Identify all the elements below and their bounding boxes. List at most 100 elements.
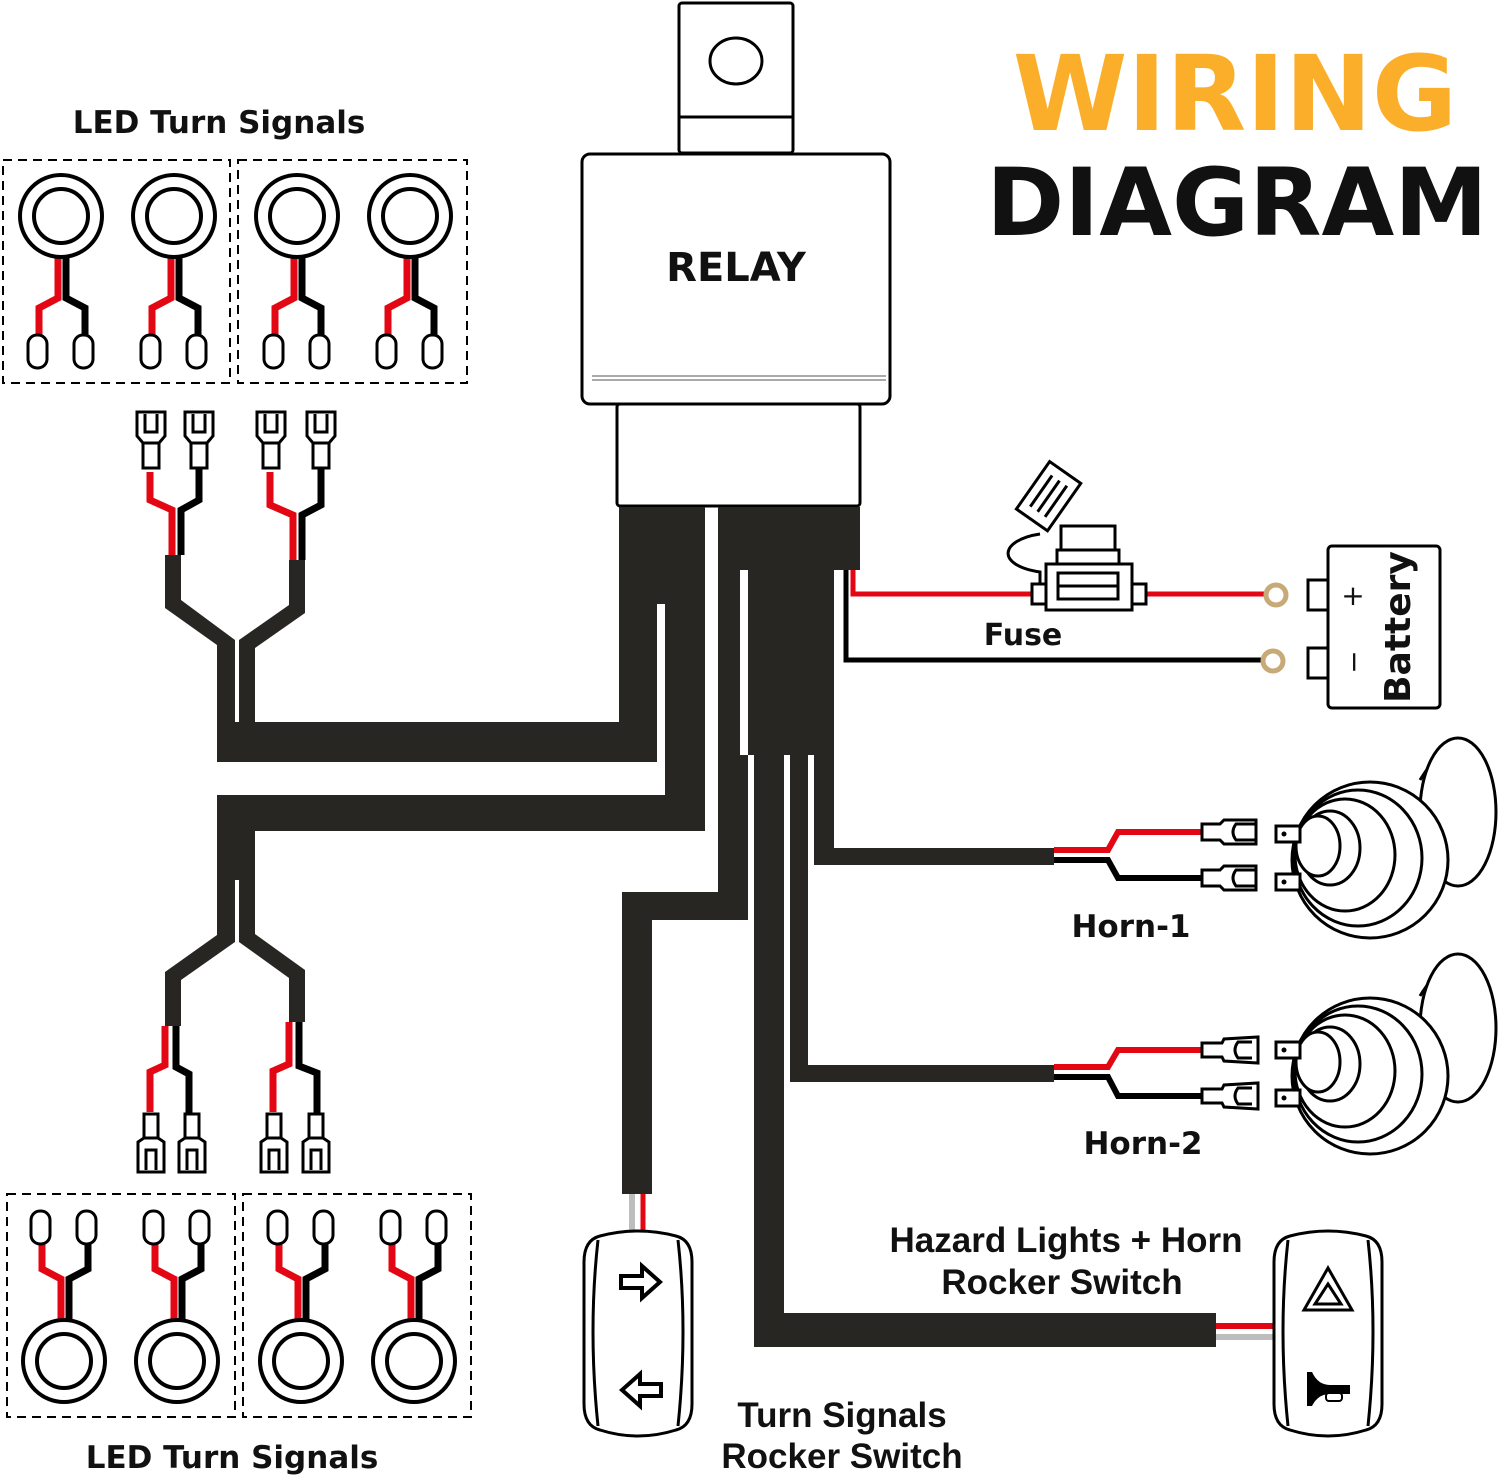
led-negative-wire xyxy=(175,256,202,335)
fuse-holder xyxy=(1006,459,1148,612)
horn-connector xyxy=(1200,1035,1260,1111)
led-lens xyxy=(145,187,203,245)
led-terminal xyxy=(379,1209,402,1246)
hazard-horn-rocker-switch[interactable] xyxy=(1216,1229,1384,1438)
led-negative-wire xyxy=(65,1243,92,1321)
led-negative-wire xyxy=(415,1243,442,1321)
harness-horn1-cable xyxy=(814,755,1054,865)
spade-connector xyxy=(183,410,215,470)
horn-body xyxy=(1274,736,1498,940)
title: WIRING DIAGRAM xyxy=(986,33,1488,258)
spade-connector xyxy=(177,1112,207,1174)
led-positive-wire xyxy=(35,256,62,335)
led-turn-signal xyxy=(371,1209,457,1404)
led-terminal xyxy=(266,1209,289,1246)
fuse-label: Fuse xyxy=(984,618,1063,653)
led-turn-signal xyxy=(254,173,340,370)
horn-body xyxy=(1274,952,1498,1156)
relay: RELAY xyxy=(580,1,892,508)
spade-connector xyxy=(301,1112,331,1174)
lower-spade-connectors xyxy=(136,1112,331,1174)
led-positive-wire xyxy=(388,1243,415,1321)
led-terminal xyxy=(262,333,285,370)
turn-signal-switch-label: Turn Signals Rocker Switch xyxy=(721,1396,962,1476)
led-terminal xyxy=(188,1209,211,1246)
led-terminal xyxy=(139,333,162,370)
horn-label: Horn-2 xyxy=(1083,1126,1202,1162)
spade-connector xyxy=(259,1112,289,1174)
horn-1: Horn-1 xyxy=(1054,736,1498,945)
led-negative-wire xyxy=(302,1243,329,1321)
spade-connector xyxy=(255,410,287,470)
harness-upper-led-branch xyxy=(217,507,705,831)
led-terminal xyxy=(421,333,444,370)
horn-label: Horn-1 xyxy=(1071,909,1190,945)
hazard-switch-label: Hazard Lights + Horn Rocker Switch xyxy=(890,1221,1243,1302)
led-terminal xyxy=(375,333,398,370)
led-positive-wire xyxy=(384,256,411,335)
led-negative-wire xyxy=(411,256,438,335)
hazard-switch-label-line-1: Hazard Lights + Horn xyxy=(890,1221,1243,1260)
power-leads xyxy=(843,570,1268,663)
led-turn-signal xyxy=(18,173,104,370)
title-line-2: DIAGRAM xyxy=(986,149,1488,258)
bottom-led-lights xyxy=(21,1209,457,1404)
bottom-led-group-right xyxy=(242,1193,472,1418)
led-negative-wire xyxy=(62,256,89,335)
battery-negative-symbol: − xyxy=(1337,650,1370,673)
top-led-label: LED Turn Signals xyxy=(73,105,366,141)
led-negative-wire xyxy=(298,256,325,335)
led-terminal xyxy=(29,1209,52,1246)
led-terminal xyxy=(142,1209,165,1246)
hazard-triangle-icon xyxy=(1301,1264,1355,1312)
relay-label: RELAY xyxy=(666,245,807,291)
horn-icon xyxy=(1307,1372,1350,1406)
led-terminal xyxy=(425,1209,448,1246)
turn-switch-label-line-1: Turn Signals xyxy=(737,1396,946,1435)
led-lens xyxy=(385,1332,443,1390)
led-lens xyxy=(35,1332,93,1390)
relay-socket xyxy=(615,402,862,508)
led-lens xyxy=(272,1332,330,1390)
bottom-led-group-left xyxy=(6,1193,236,1418)
harness-turn-switch-cable xyxy=(622,755,748,1194)
led-turn-signal xyxy=(258,1209,344,1404)
led-terminal xyxy=(308,333,331,370)
led-lens xyxy=(32,187,90,245)
battery-positive-symbol: + xyxy=(1341,579,1364,612)
title-line-1: WIRING xyxy=(1013,33,1458,155)
bottom-led-label: LED Turn Signals xyxy=(86,1440,379,1476)
upper-led-splitter xyxy=(146,468,325,722)
led-terminal xyxy=(185,333,208,370)
turn-switch-label-line-2: Rocker Switch xyxy=(721,1437,962,1476)
led-lens xyxy=(148,1332,206,1390)
battery: + − Battery xyxy=(1260,544,1442,710)
horn-connector xyxy=(1200,818,1258,892)
led-turn-signal xyxy=(134,1209,220,1404)
ring-terminal-negative xyxy=(1260,648,1286,674)
led-terminal xyxy=(72,333,95,370)
led-positive-wire xyxy=(275,1243,302,1321)
upper-spade-connectors xyxy=(135,410,337,470)
hazard-switch-label-line-2: Rocker Switch xyxy=(941,1263,1182,1302)
led-positive-wire xyxy=(148,256,175,335)
led-positive-wire xyxy=(271,256,298,335)
top-led-lights xyxy=(18,173,453,370)
battery-label: Battery xyxy=(1378,551,1419,703)
lower-led-splitter xyxy=(146,880,321,1114)
led-terminal xyxy=(312,1209,335,1246)
horn-2: Horn-2 xyxy=(1054,952,1498,1162)
led-turn-signal xyxy=(21,1209,107,1404)
relay-mount-hole xyxy=(708,36,764,86)
led-lens xyxy=(268,187,326,245)
harness-center-block xyxy=(718,507,860,755)
led-negative-wire xyxy=(178,1243,205,1321)
spade-connector xyxy=(305,410,337,470)
ring-terminal-positive xyxy=(1263,582,1289,608)
turn-signal-rocker-switch[interactable] xyxy=(582,1194,694,1438)
led-lens xyxy=(381,187,439,245)
led-turn-signal xyxy=(131,173,217,370)
top-led-group-left xyxy=(2,159,231,384)
led-positive-wire xyxy=(38,1243,65,1321)
